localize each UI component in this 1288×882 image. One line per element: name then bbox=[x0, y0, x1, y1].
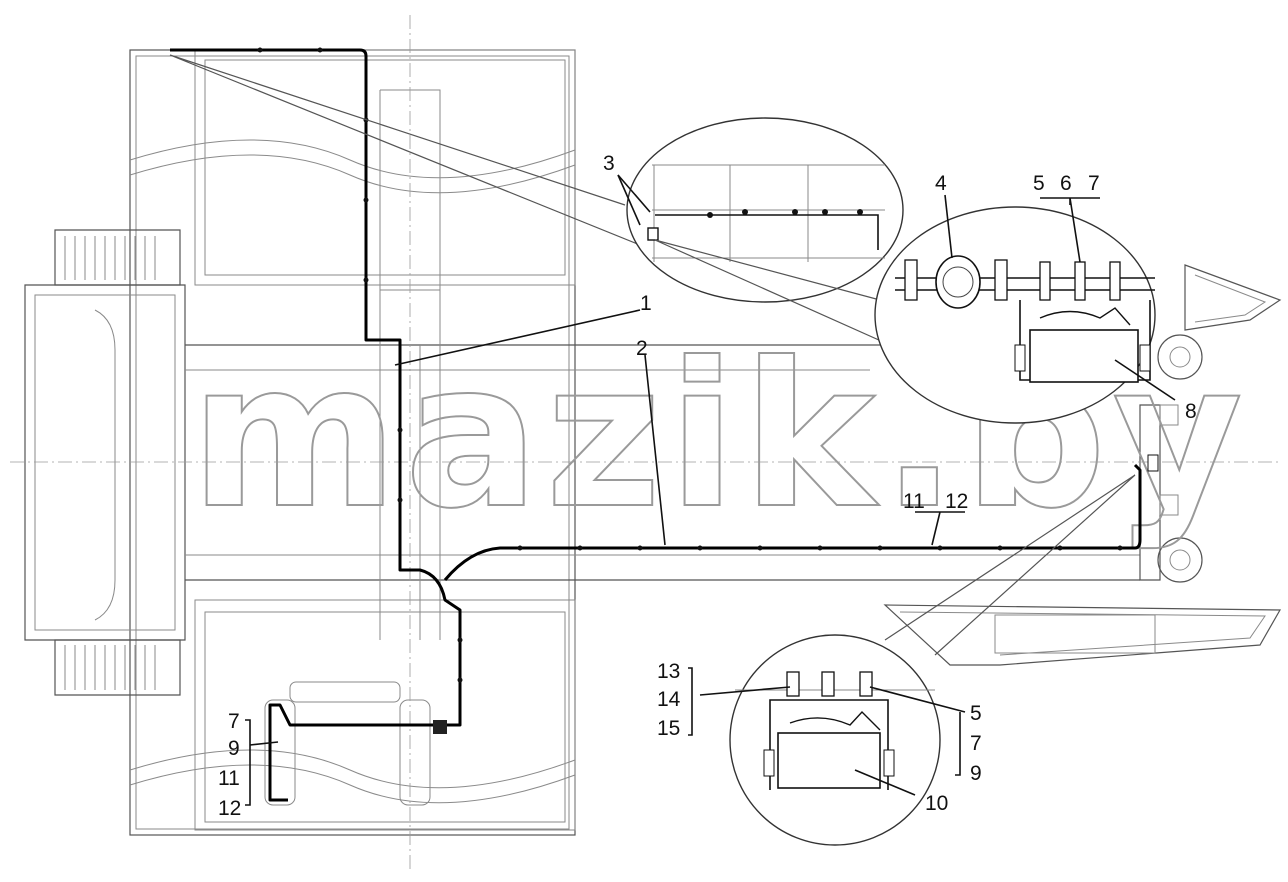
detail-view-right bbox=[654, 194, 1176, 424]
callout-3: 3 bbox=[603, 152, 615, 175]
detail-view-top bbox=[169, 54, 904, 303]
callout-12-left: 12 bbox=[218, 797, 241, 820]
callout-12-right: 12 bbox=[945, 490, 968, 513]
callout-1: 1 bbox=[640, 292, 652, 315]
callout-9-left: 9 bbox=[228, 737, 240, 760]
callout-5-top: 5 bbox=[1033, 172, 1045, 195]
detail-view-bottom bbox=[699, 474, 1136, 846]
chassis-frame bbox=[10, 15, 1282, 870]
callout-7-left: 7 bbox=[228, 710, 240, 733]
callout-13: 13 bbox=[657, 660, 680, 683]
steps-top bbox=[54, 229, 181, 286]
callout-9-bottom: 9 bbox=[970, 762, 982, 785]
callout-4: 4 bbox=[935, 172, 947, 195]
callout-15: 15 bbox=[657, 717, 680, 740]
steps-bottom bbox=[54, 639, 181, 696]
callout-14: 14 bbox=[657, 688, 681, 711]
cable-harness bbox=[170, 47, 1159, 802]
callout-labels: 1 2 3 4 5 6 7 8 11 12 13 14 15 5 7 9 10 … bbox=[218, 152, 1197, 820]
callout-7-bottom: 7 bbox=[970, 732, 982, 755]
callout-11-right: 11 bbox=[903, 490, 925, 513]
junction-box bbox=[433, 720, 447, 734]
callout-2: 2 bbox=[636, 337, 648, 360]
connector bbox=[1147, 454, 1159, 472]
callout-6: 6 bbox=[1060, 172, 1072, 195]
callout-7-top: 7 bbox=[1088, 172, 1100, 195]
callout-8: 8 bbox=[1185, 400, 1197, 423]
callout-11-left: 11 bbox=[218, 767, 240, 790]
leader-lines bbox=[245, 174, 965, 806]
callout-10: 10 bbox=[925, 792, 948, 815]
callout-5-bottom: 5 bbox=[970, 702, 982, 725]
